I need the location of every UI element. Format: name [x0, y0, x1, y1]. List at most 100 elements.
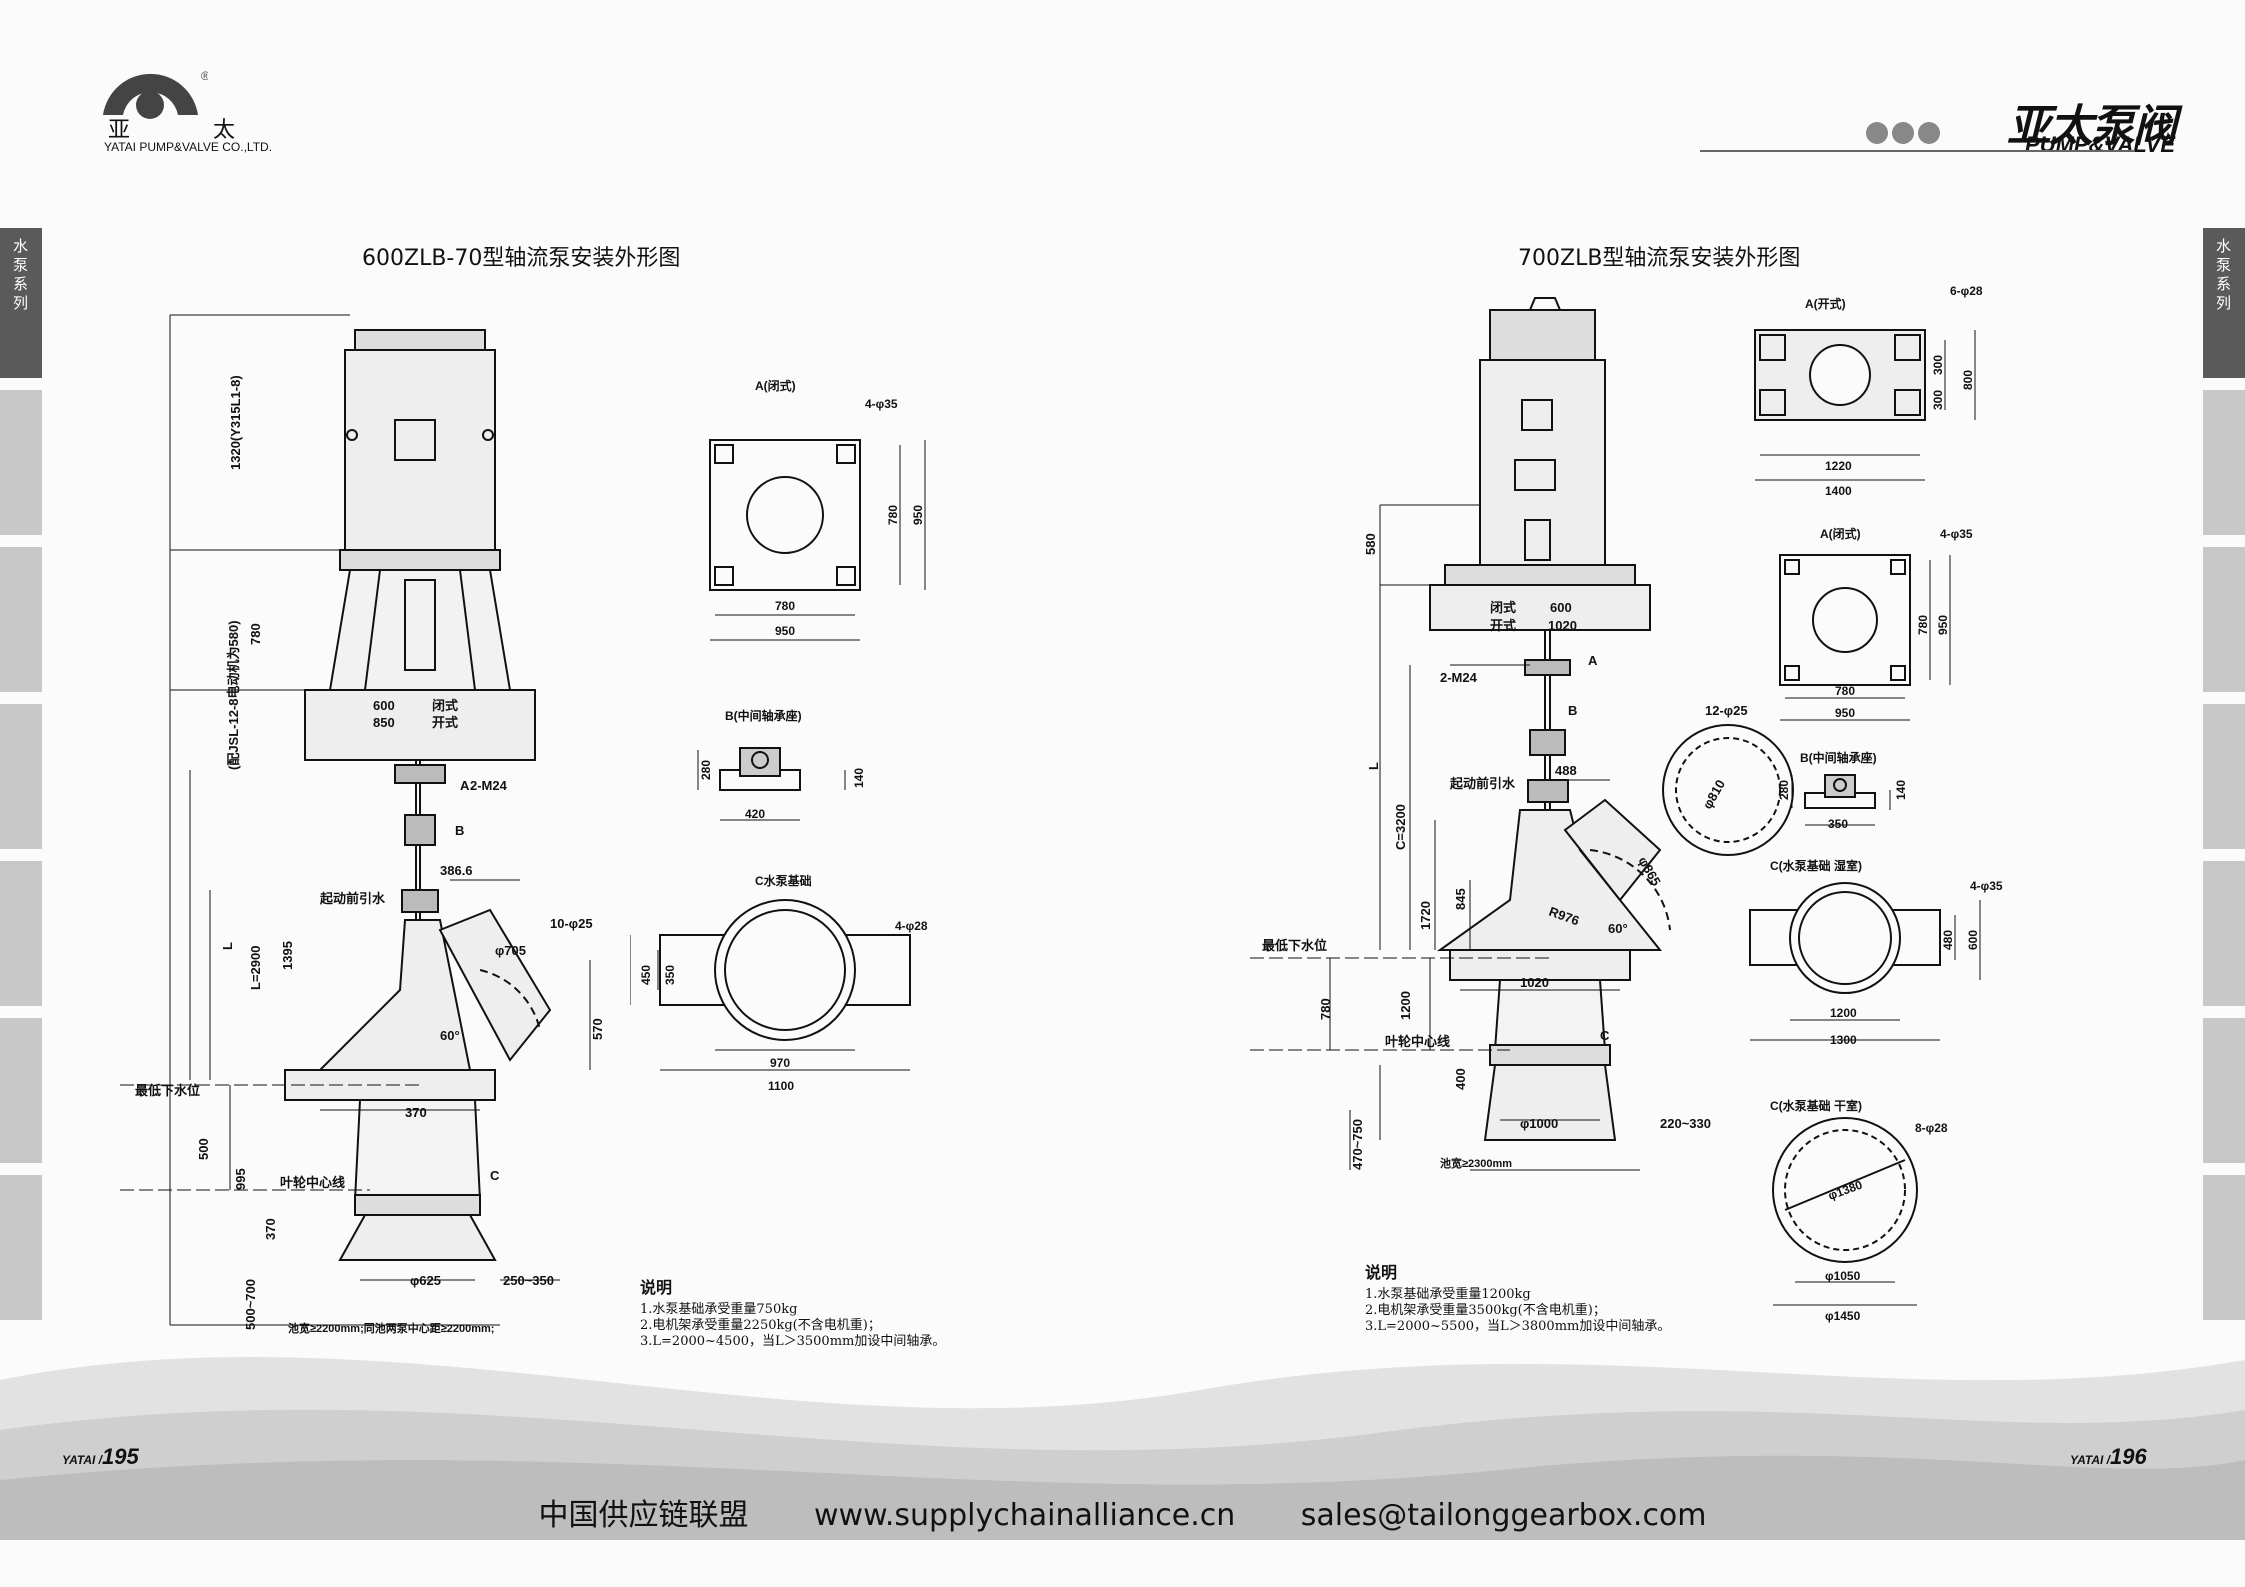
svg-text:220~330: 220~330	[1660, 1116, 1711, 1131]
side-tab-right[interactable]	[2203, 861, 2245, 1006]
right-motor	[1444, 297, 1636, 586]
svg-text:950: 950	[911, 505, 925, 525]
svg-text:L: L	[220, 942, 235, 950]
svg-text:1220: 1220	[1825, 459, 1852, 473]
brand-en: PUMP&VALVE	[2025, 132, 2175, 157]
side-tab-right[interactable]	[2203, 704, 2245, 849]
right-notes-title: 说明	[1365, 1263, 1398, 1282]
svg-text:780: 780	[1318, 998, 1333, 1020]
svg-text:780: 780	[1835, 684, 1855, 698]
left-pump-drawing: 1320(Y315L1-8) (配JSL-12-8电动机为580) 780 60…	[120, 314, 605, 1335]
left-notes-title: 说明	[640, 1278, 673, 1297]
svg-text:10-φ25: 10-φ25	[550, 916, 593, 931]
left-frame-note: (配JSL-12-8电动机为580)	[226, 620, 241, 770]
svg-text:1020: 1020	[1520, 975, 1549, 990]
right-note-2: 2.电机架承受重量3500kg(不含电机重)；	[1365, 1303, 1606, 1318]
side-tab-right[interactable]	[2203, 1018, 2245, 1163]
svg-text:1020: 1020	[1548, 618, 1577, 633]
right-note-1: 1.水泵基础承受重量1200kg	[1365, 1287, 1531, 1302]
side-tab-left[interactable]	[0, 704, 42, 849]
svg-text:C=3200: C=3200	[1393, 804, 1408, 850]
footer-email[interactable]: sales@tailonggearbox.com	[1300, 1498, 1707, 1533]
svg-text:420: 420	[745, 807, 765, 821]
side-tab-right[interactable]	[2203, 390, 2245, 535]
svg-text:480: 480	[1941, 930, 1955, 950]
left-motor-height-label: 1320(Y315L1-8)	[228, 375, 243, 470]
side-tab-left[interactable]	[0, 1018, 42, 1163]
svg-text:300: 300	[1931, 355, 1945, 375]
footer-url[interactable]: www.supplychainalliance.cn	[814, 1498, 1236, 1533]
right-detail-b: B(中间轴承座) 280 140 350	[1777, 750, 1908, 831]
right-dimension-lines	[1250, 504, 1640, 1171]
side-tab-right[interactable]	[2203, 1175, 2245, 1320]
svg-text:起动前引水: 起动前引水	[319, 891, 386, 906]
left-detail-c: C水泵基础 4-φ28 450 350 970 1100	[630, 873, 928, 1093]
brand-cn: 亚太泵阀	[2007, 101, 2177, 152]
svg-text:1395: 1395	[280, 941, 295, 970]
right-detail-a-open: A(开式) 6-φ28 300 300 800 1220 1400	[1754, 284, 1983, 498]
right-detail-c-dry: C(水泵基础 干室) 8-φ28 φ1380 φ1050 φ1450	[1770, 1098, 1948, 1323]
triple-dot-icon	[1866, 122, 1940, 144]
side-tab-left[interactable]	[0, 547, 42, 692]
left-detail-views: A(闭式) 4-φ35 780 950 780 950 B(中间轴承座) 280…	[630, 378, 928, 1093]
svg-text:4-φ28: 4-φ28	[895, 919, 928, 933]
svg-text:4-φ35: 4-φ35	[1940, 527, 1973, 541]
svg-text:1400: 1400	[1825, 484, 1852, 498]
left-note-3: 3.L=2000~4500，当L＞3500mm加设中间轴承。	[640, 1334, 946, 1349]
svg-text:池宽≥2300mm: 池宽≥2300mm	[1440, 1156, 1512, 1170]
svg-text:995: 995	[233, 1168, 248, 1190]
svg-text:2-M24: 2-M24	[470, 778, 508, 793]
svg-text:780: 780	[886, 505, 900, 525]
svg-text:φ705: φ705	[495, 943, 526, 958]
svg-text:1200: 1200	[1398, 991, 1413, 1020]
side-tab-left[interactable]	[0, 1175, 42, 1320]
svg-text:C水泵基础: C水泵基础	[755, 873, 812, 888]
svg-text:C: C	[490, 1168, 500, 1183]
svg-text:最低下水位: 最低下水位	[1262, 938, 1327, 953]
svg-text:B: B	[455, 823, 464, 838]
svg-text:B: B	[1568, 703, 1577, 718]
svg-text:600: 600	[1550, 600, 1572, 615]
svg-text:970: 970	[770, 1056, 790, 1070]
svg-text:280: 280	[699, 760, 713, 780]
svg-text:600: 600	[1966, 930, 1980, 950]
side-tab-right[interactable]	[2203, 547, 2245, 692]
svg-text:12-φ25: 12-φ25	[1705, 703, 1748, 718]
right-detail-a-closed: A(闭式) 4-φ35 780 950 780 950	[1779, 526, 1973, 721]
svg-text:280: 280	[1777, 780, 1791, 800]
left-notes: 说明 1.水泵基础承受重量750kg 2.电机架承受重量2250kg(不含电机重…	[640, 1280, 945, 1350]
left-pump-body	[284, 908, 552, 1261]
svg-text:1100: 1100	[768, 1079, 794, 1093]
svg-text:488: 488	[1555, 763, 1577, 778]
side-tab-left-active[interactable]: 水泵系列	[0, 228, 42, 378]
svg-text:C(水泵基础 湿室): C(水泵基础 湿室)	[1770, 858, 1862, 873]
svg-text:500: 500	[196, 1138, 211, 1160]
svg-text:C: C	[1600, 1028, 1610, 1043]
left-note-1: 1.水泵基础承受重量750kg	[640, 1302, 798, 1317]
svg-text:φ1050: φ1050	[1825, 1269, 1861, 1283]
side-tab-right-active[interactable]: 水泵系列	[2203, 228, 2245, 378]
svg-text:850: 850	[373, 715, 395, 730]
left-motor	[339, 329, 501, 571]
wave-background	[0, 1356, 2245, 1540]
left-diagram-title: 600ZLB-70型轴流泵安装外形图	[362, 246, 681, 271]
svg-text:600: 600	[373, 698, 395, 713]
svg-text:A(闭式): A(闭式)	[755, 378, 796, 393]
svg-text:φ625: φ625	[410, 1273, 441, 1288]
svg-text:350: 350	[1828, 817, 1848, 831]
svg-text:950: 950	[1835, 706, 1855, 720]
svg-text:470~750: 470~750	[1350, 1119, 1365, 1170]
svg-text:370: 370	[405, 1105, 427, 1120]
svg-text:L=2900: L=2900	[248, 946, 263, 990]
svg-text:起动前引水: 起动前引水	[1449, 776, 1516, 791]
side-tab-left[interactable]	[0, 861, 42, 1006]
footer-org: 中国供应链联盟	[538, 1498, 749, 1533]
svg-text:140: 140	[852, 768, 866, 788]
svg-text:C(水泵基础 干室): C(水泵基础 干室)	[1770, 1098, 1862, 1113]
yatai-logo-right: 亚太泵阀 PUMP&VALVE	[1866, 90, 2177, 160]
right-detail-views: A(开式) 6-φ28 300 300 800 1220 1400 A(闭式) …	[1749, 284, 2003, 1323]
svg-text:叶轮中心线: 叶轮中心线	[1385, 1034, 1450, 1049]
right-notes: 说明 1.水泵基础承受重量1200kg 2.电机架承受重量3500kg(不含电机…	[1365, 1265, 1670, 1335]
side-tab-left[interactable]	[0, 390, 42, 535]
right-diagram-title: 700ZLB型轴流泵安装外形图	[1518, 246, 1801, 271]
